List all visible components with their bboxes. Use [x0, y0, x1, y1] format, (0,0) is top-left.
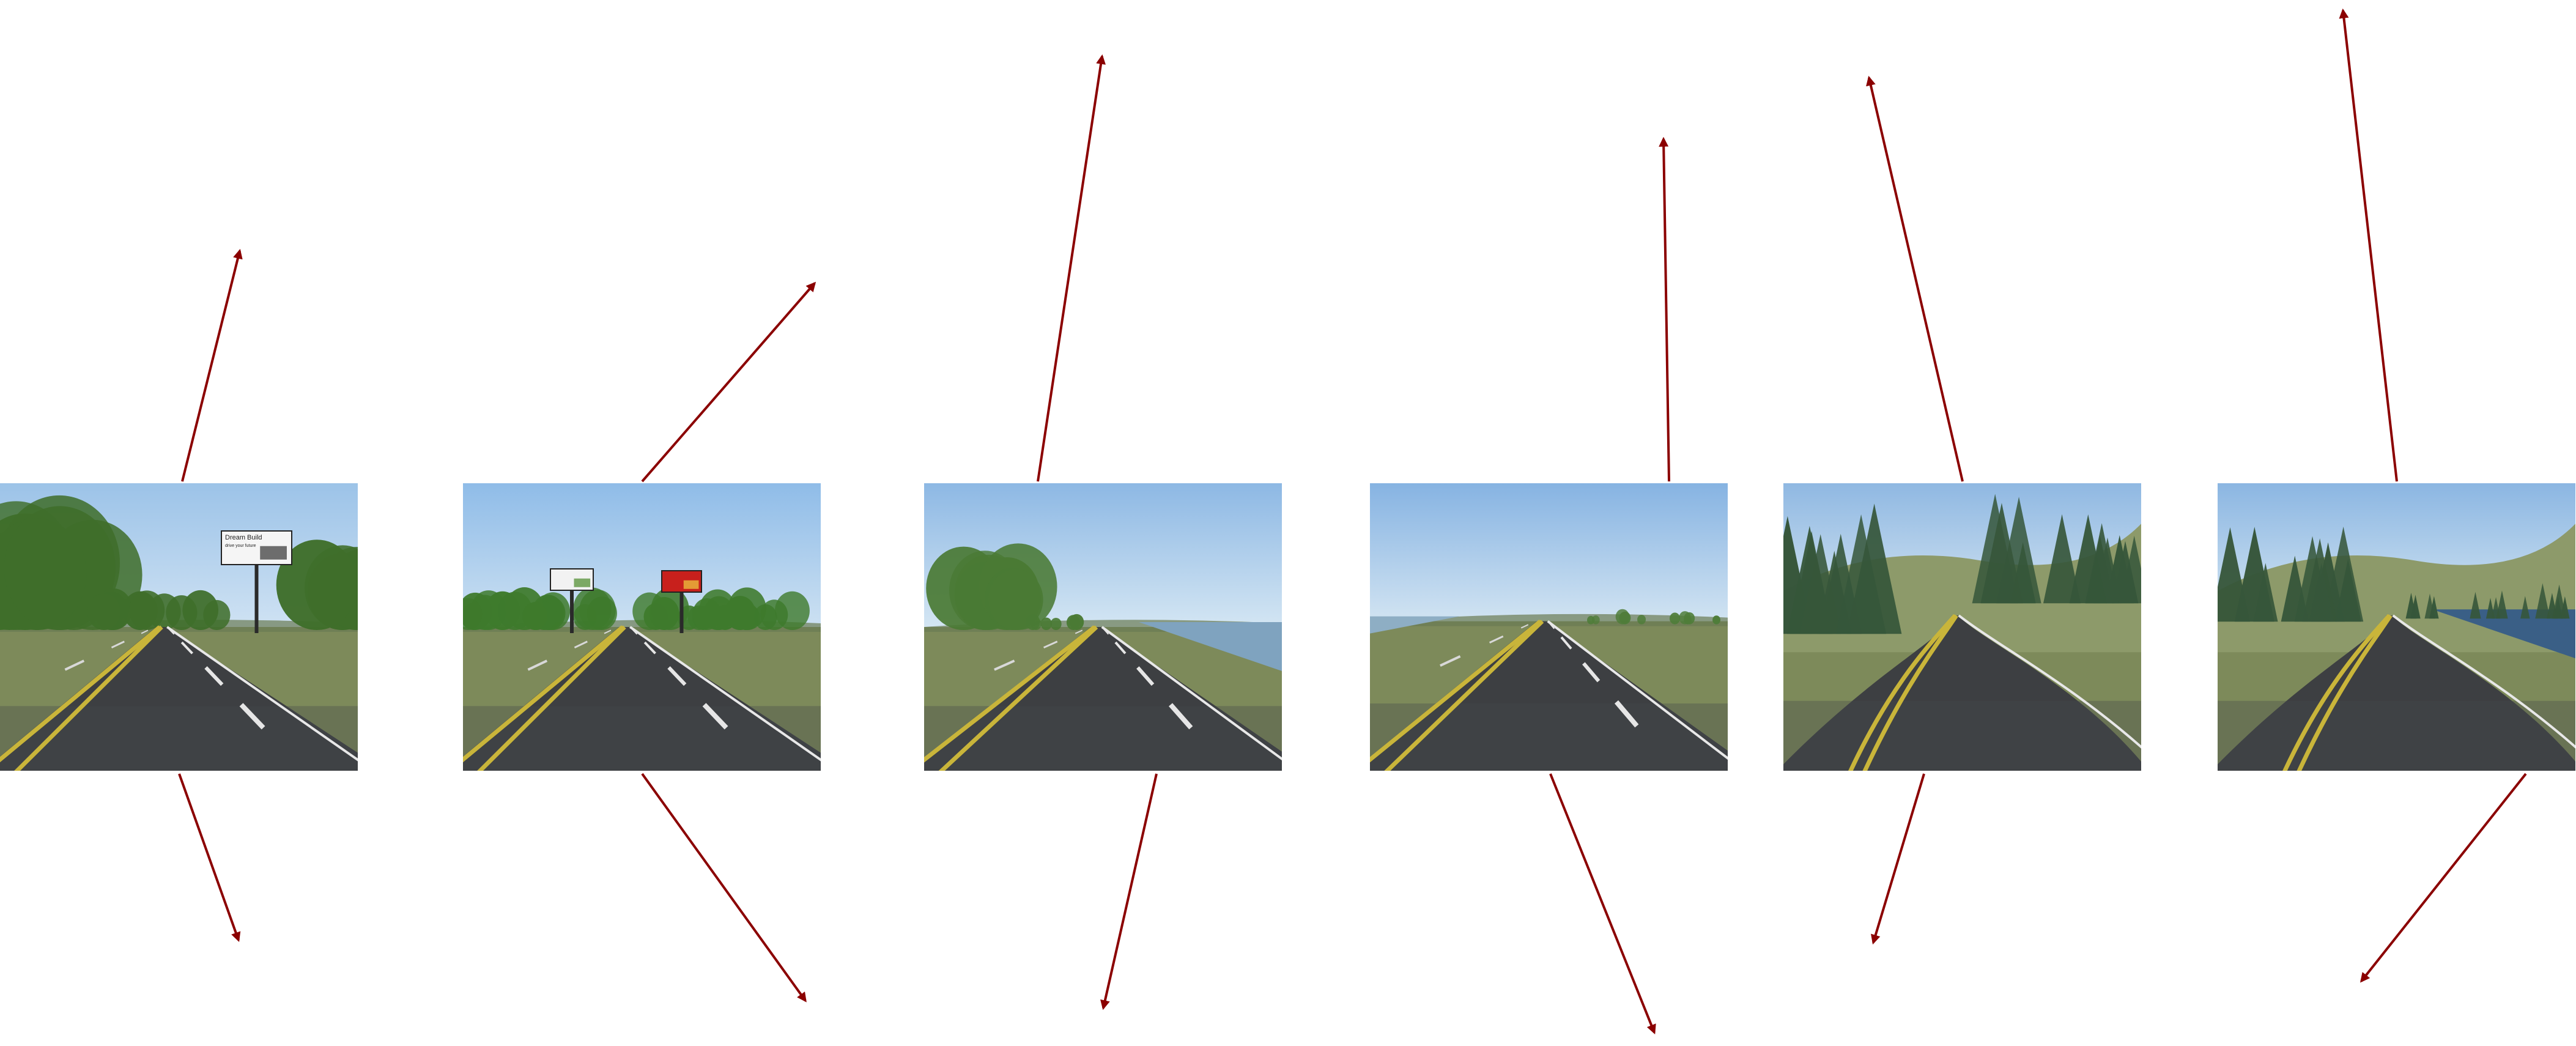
lane-dash [1614, 700, 1639, 728]
center-line [477, 625, 626, 771]
lane-dash [643, 641, 656, 655]
lane-dash [1582, 662, 1601, 683]
lane-dash [1549, 623, 1555, 629]
center-line [1384, 620, 1544, 771]
edge-line [629, 626, 821, 762]
edge-line [166, 626, 358, 762]
edge-line [1547, 620, 1728, 760]
road-frame-3 [924, 483, 1282, 771]
lane-dash [527, 659, 548, 671]
center-line [14, 625, 163, 771]
road-surface [2218, 615, 2575, 771]
center-line [938, 625, 1098, 771]
road-surface [463, 627, 821, 771]
road-frame-5 [1783, 483, 2141, 771]
lane-dash [1075, 629, 1083, 634]
road-frame-2 [463, 483, 821, 771]
lane-dash [1520, 624, 1529, 629]
arrow-down-5 [1871, 773, 1925, 945]
center-line [1848, 614, 1957, 771]
road-frame-6 [2218, 483, 2575, 771]
lane-dash [667, 666, 687, 686]
billboard-text: drive your future [225, 544, 256, 548]
lane-dash [1043, 640, 1058, 649]
lane-dash [604, 629, 612, 634]
arrow-up-2 [641, 281, 816, 483]
lane-dash [1489, 635, 1504, 644]
billboard [661, 570, 702, 633]
lane-dash [574, 640, 588, 649]
edge-line [1958, 614, 2141, 749]
road-surface [1783, 615, 2141, 771]
center-line [1862, 614, 1958, 771]
lane-dash [1440, 655, 1461, 667]
center-line [924, 625, 1096, 763]
lane-dash [111, 640, 125, 649]
arrow-down-3 [1100, 773, 1158, 1011]
lane-dash [64, 659, 85, 671]
lake [1139, 622, 1282, 671]
sky [1370, 483, 1728, 623]
arrow-down-6 [2360, 773, 2527, 983]
arrow-down-4 [1549, 773, 1656, 1034]
road-surface [0, 627, 358, 771]
center-line [0, 625, 161, 763]
center-line [1370, 619, 1542, 763]
lane-dash [1114, 641, 1127, 655]
arrow-up-6 [2339, 8, 2398, 482]
lane-dash [239, 703, 265, 730]
lane-dash [1136, 666, 1155, 686]
billboard-text: Dream Build [225, 534, 262, 541]
lane-dash [168, 628, 175, 635]
lane-dash [141, 629, 149, 634]
road-surface [924, 627, 1282, 771]
center-line [2297, 614, 2393, 771]
arrow-up-4 [1659, 136, 1670, 482]
edge-line [1101, 626, 1282, 761]
arrow-down-1 [178, 773, 241, 943]
lane-dash [1560, 636, 1572, 650]
road-surface [1370, 621, 1728, 771]
edge-line [2392, 614, 2575, 749]
arrow-up-3 [1037, 54, 1106, 482]
arrow-up-5 [1866, 75, 1964, 482]
center-line [463, 625, 624, 763]
billboard [550, 568, 594, 633]
road-frame-1: Dream Build drive your future [0, 483, 358, 771]
lane-dash [1169, 703, 1193, 730]
lane-dash [702, 703, 728, 730]
road-frame-4 [1370, 483, 1728, 771]
lane-dash [180, 641, 193, 655]
billboard: Dream Build drive your future [221, 530, 292, 633]
lane-dash [1103, 628, 1109, 635]
lane-dash [631, 628, 638, 635]
arrow-up-1 [181, 248, 243, 482]
lane-dash [994, 659, 1015, 671]
arrow-down-2 [641, 773, 807, 1003]
center-line [2282, 614, 2391, 771]
lake [2432, 609, 2575, 659]
lake [1370, 616, 1460, 634]
lane-dash [204, 666, 224, 686]
